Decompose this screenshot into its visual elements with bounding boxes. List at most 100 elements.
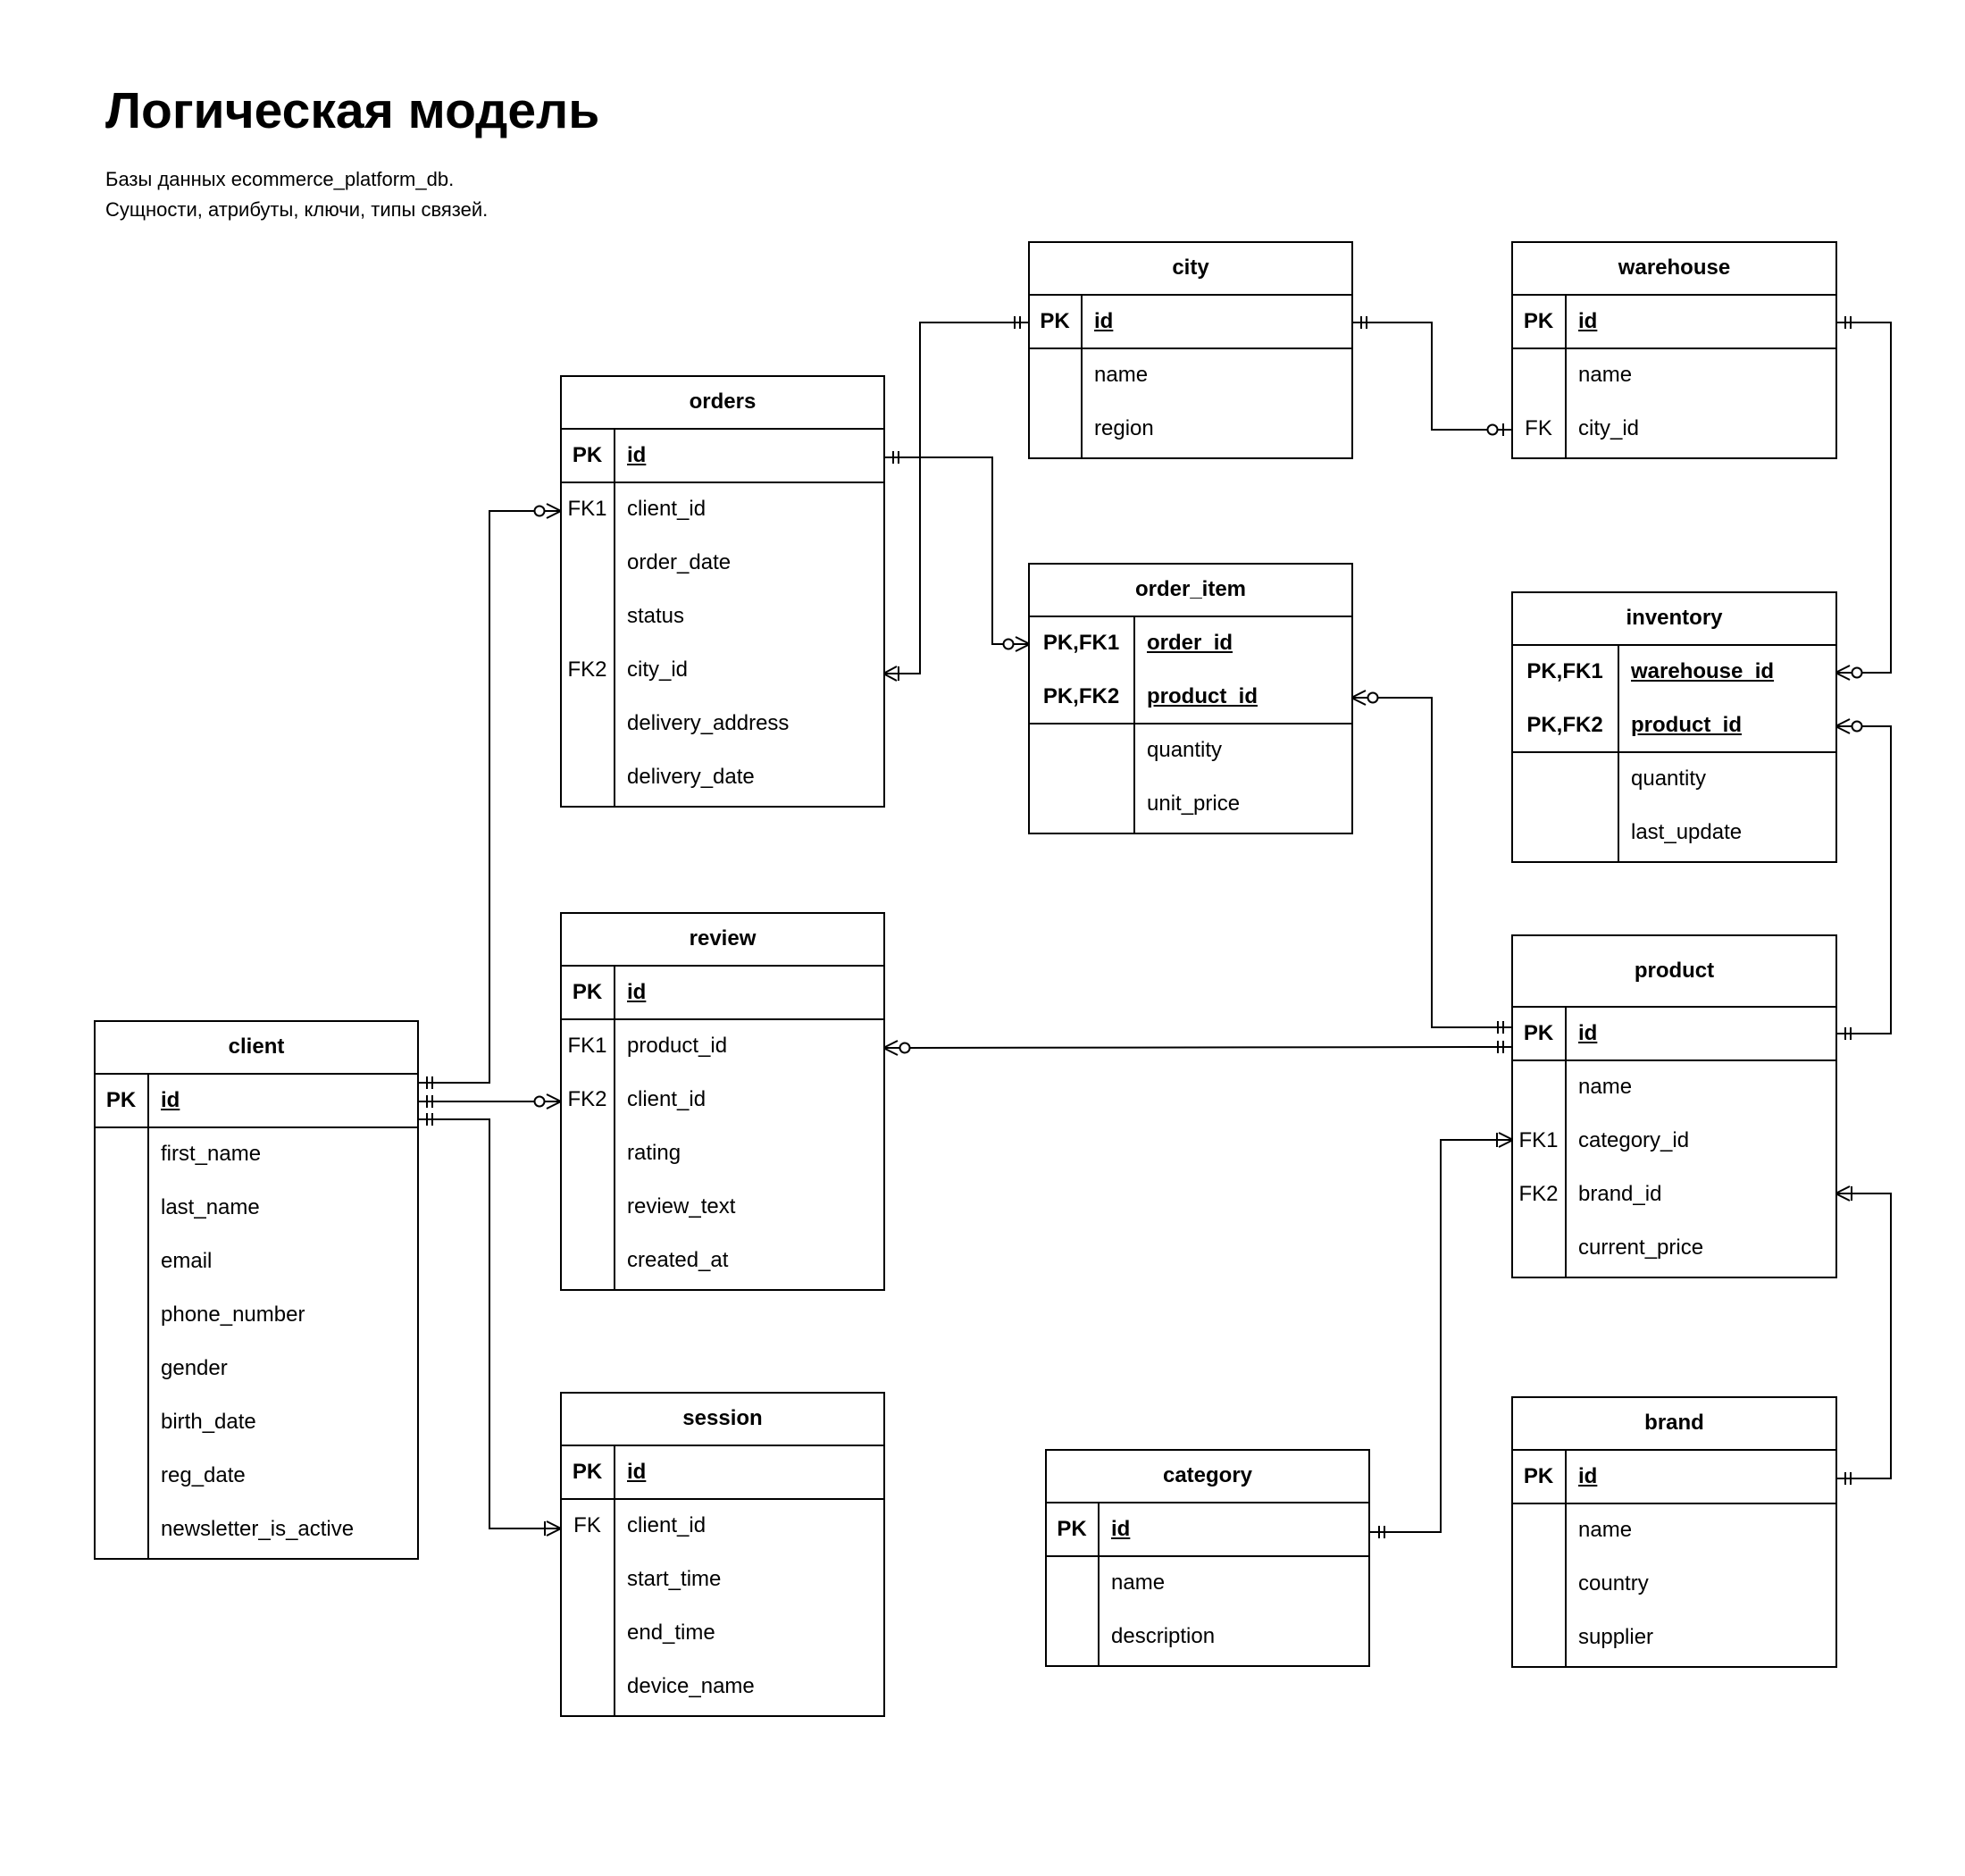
key-column-divider bbox=[147, 1074, 149, 1560]
entity-title: review bbox=[689, 926, 757, 951]
pk-divider bbox=[94, 1126, 419, 1128]
key-label: FK1 bbox=[567, 1034, 607, 1058]
title-divider bbox=[1028, 294, 1353, 296]
key-label bbox=[1045, 1556, 1099, 1610]
attribute: country bbox=[1578, 1571, 1649, 1595]
attribute: phone_number bbox=[161, 1302, 305, 1327]
entity-title: client bbox=[228, 1034, 285, 1059]
entity-title: inventory bbox=[1626, 606, 1723, 630]
key-label bbox=[94, 1395, 148, 1449]
pk-divider bbox=[1511, 1503, 1837, 1504]
key-column-divider bbox=[614, 966, 615, 1291]
attribute: last_name bbox=[161, 1195, 260, 1219]
key-label: FK1 bbox=[1518, 1128, 1559, 1152]
key-column-divider bbox=[1565, 1450, 1567, 1668]
attribute: birth_date bbox=[161, 1410, 256, 1434]
key-label bbox=[1511, 1221, 1566, 1275]
key-label bbox=[94, 1181, 148, 1235]
page-title: Логическая модель bbox=[105, 82, 600, 139]
title-divider bbox=[1511, 1449, 1837, 1451]
pk-divider bbox=[1045, 1555, 1370, 1557]
pk-key-label: PK,FK2 bbox=[1042, 684, 1120, 708]
relationship-client-session bbox=[417, 1113, 562, 1537]
title-divider bbox=[560, 965, 885, 967]
key-label bbox=[560, 1553, 615, 1606]
primary-key-attribute: id bbox=[1094, 309, 1114, 333]
attribute: reg_date bbox=[161, 1463, 246, 1487]
key-label: FK2 bbox=[567, 657, 607, 682]
pk-key-label: PK bbox=[1040, 309, 1070, 333]
attribute: quantity bbox=[1147, 738, 1223, 762]
key-label bbox=[560, 1180, 615, 1234]
key-label bbox=[560, 536, 615, 590]
primary-key-attribute: id bbox=[627, 1460, 647, 1484]
attribute: name bbox=[1094, 363, 1149, 387]
key-label bbox=[1045, 1610, 1099, 1663]
attribute: client_id bbox=[627, 1087, 707, 1111]
relationship-orders-order_item bbox=[883, 451, 1031, 652]
entity-title: category bbox=[1162, 1463, 1253, 1487]
primary-key-attribute: order_id bbox=[1147, 631, 1233, 655]
attribute: email bbox=[161, 1249, 213, 1273]
key-label bbox=[560, 1234, 615, 1287]
attribute: name bbox=[1578, 1075, 1633, 1099]
key-label bbox=[1511, 752, 1618, 806]
attribute: supplier bbox=[1578, 1625, 1654, 1649]
pk-divider bbox=[1028, 723, 1353, 724]
pk-key-label: PK,FK1 bbox=[1042, 631, 1120, 655]
primary-key-attribute: warehouse_id bbox=[1631, 659, 1775, 683]
title-divider bbox=[1045, 1502, 1370, 1503]
title-divider bbox=[1511, 644, 1837, 646]
attribute: created_at bbox=[627, 1248, 729, 1272]
key-label: FK2 bbox=[567, 1087, 607, 1111]
attribute: review_text bbox=[627, 1194, 736, 1219]
attribute: name bbox=[1578, 1518, 1633, 1542]
attribute: name bbox=[1578, 363, 1633, 387]
title-divider bbox=[560, 428, 885, 430]
key-column-divider bbox=[1081, 295, 1083, 459]
primary-key-attribute: id bbox=[627, 443, 647, 467]
primary-key-attribute: id bbox=[627, 980, 647, 1004]
primary-key-attribute: id bbox=[1578, 1464, 1598, 1488]
pk-key-label: PK bbox=[1523, 1464, 1554, 1488]
pk-key-label: PK,FK1 bbox=[1526, 659, 1603, 683]
pk-key-label: PK bbox=[1523, 309, 1554, 333]
key-label bbox=[560, 750, 615, 804]
attribute: unit_price bbox=[1147, 791, 1241, 816]
attribute: product_id bbox=[627, 1034, 728, 1058]
primary-key-attribute: product_id bbox=[1147, 684, 1258, 708]
key-column-divider bbox=[1565, 1007, 1567, 1278]
title-divider bbox=[560, 1445, 885, 1446]
pk-divider bbox=[560, 482, 885, 483]
key-label: FK bbox=[573, 1513, 601, 1537]
attribute: name bbox=[1111, 1570, 1166, 1595]
attribute: description bbox=[1111, 1624, 1216, 1648]
subtitle-line-1: Базы данных ecommerce_platform_db. bbox=[105, 168, 455, 190]
key-label bbox=[1511, 1557, 1566, 1611]
attribute: status bbox=[627, 604, 685, 628]
relationship-product-review bbox=[882, 1040, 1514, 1056]
key-label bbox=[94, 1503, 148, 1556]
relationship-product-inventory bbox=[1835, 718, 1892, 1040]
key-label: FK bbox=[1525, 416, 1552, 440]
key-label bbox=[1511, 1611, 1566, 1664]
entity-title: city bbox=[1172, 255, 1209, 280]
key-label bbox=[560, 1660, 615, 1713]
pk-divider bbox=[1511, 348, 1837, 349]
pk-divider bbox=[1028, 348, 1353, 349]
attribute: delivery_address bbox=[627, 711, 790, 735]
relationship-brand-product bbox=[1835, 1185, 1892, 1485]
key-label bbox=[560, 697, 615, 750]
pk-key-label: PK bbox=[1057, 1517, 1087, 1541]
entity-title: orders bbox=[689, 389, 757, 414]
key-column-divider bbox=[614, 429, 615, 808]
key-label bbox=[1028, 402, 1082, 456]
key-column-divider bbox=[1098, 1503, 1100, 1667]
relationship-client-orders bbox=[417, 503, 562, 1089]
